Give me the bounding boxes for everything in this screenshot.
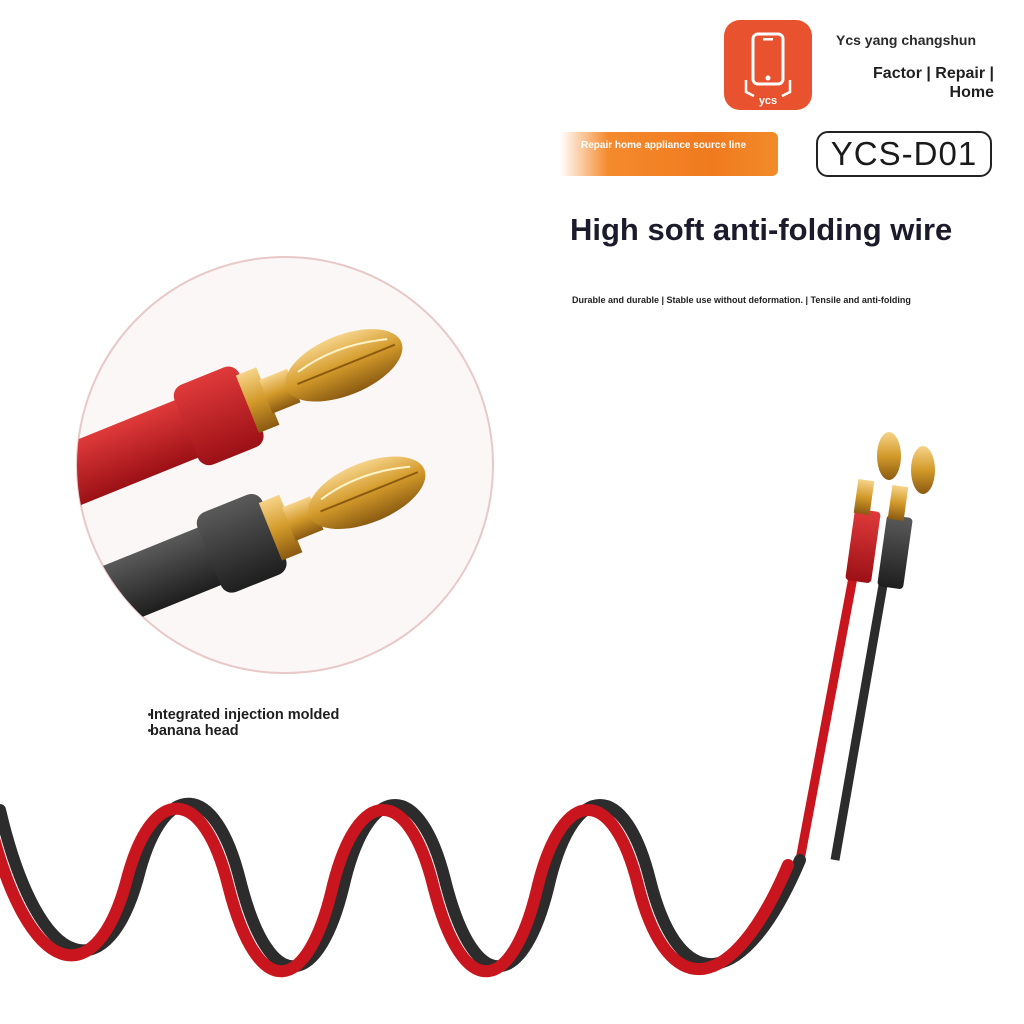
brand-tagline: Factor | Repair | Home bbox=[830, 64, 994, 102]
wire-leads bbox=[795, 432, 935, 861]
zoom-detail-circle bbox=[76, 256, 494, 674]
feature-subline: Durable and durable | Stable use without… bbox=[572, 295, 911, 305]
coiled-wire bbox=[0, 797, 806, 978]
brand-logo: ycs bbox=[724, 20, 812, 110]
logo-text: ycs bbox=[759, 95, 777, 107]
phone-icon: ycs bbox=[744, 32, 792, 107]
feature-callout: Integrated injection molded banana head bbox=[150, 707, 410, 739]
callout-line-1: Integrated injection molded bbox=[150, 707, 340, 723]
callout-bullet bbox=[148, 713, 151, 716]
brand-name: Ycs yang changshun bbox=[836, 32, 977, 48]
model-number: YCS-D01 bbox=[816, 131, 992, 177]
category-banner-text: Repair home appliance source line bbox=[581, 140, 747, 151]
tagline-line-2: Home bbox=[949, 84, 994, 101]
category-banner: Repair home appliance source line bbox=[560, 132, 778, 176]
callout-bullet bbox=[148, 729, 151, 732]
callout-line-2: banana head bbox=[150, 723, 239, 739]
headline: High soft anti-folding wire bbox=[570, 212, 953, 247]
tagline-line-1: Factor | Repair | bbox=[873, 65, 994, 82]
